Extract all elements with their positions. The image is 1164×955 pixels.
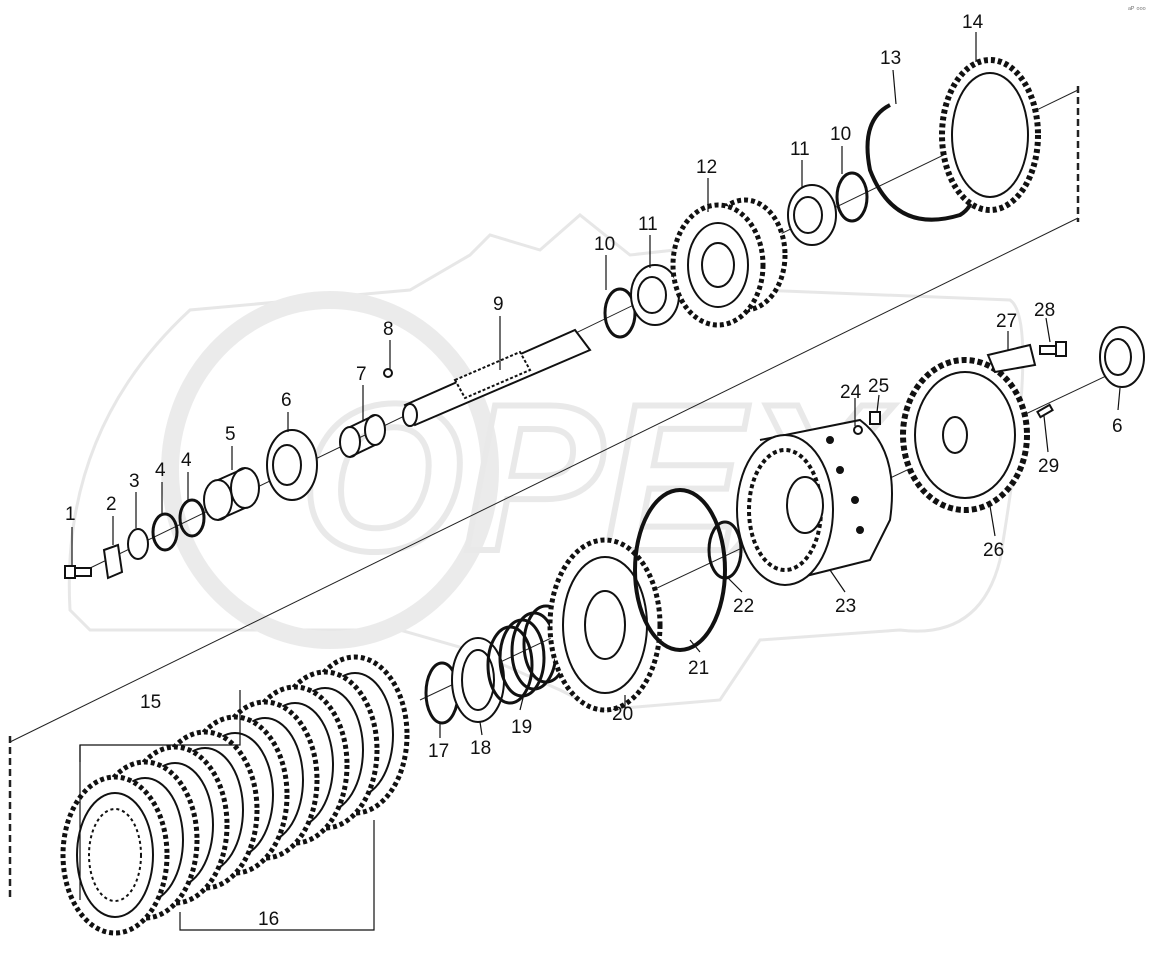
gear-ring-14 [939, 57, 1041, 213]
washer-3 [127, 528, 149, 560]
callout-4a: 4 [155, 460, 166, 481]
callout-2: 2 [106, 494, 117, 515]
plug-8 [383, 368, 393, 378]
ring-4a [151, 512, 179, 552]
callout-29: 29 [1038, 456, 1059, 477]
bushing-7 [339, 414, 386, 458]
callout-16: 16 [258, 909, 279, 930]
gear-26 [900, 357, 1030, 513]
bearing-6-right [1099, 326, 1145, 388]
callout-18: 18 [470, 738, 491, 759]
piston-20 [547, 537, 663, 713]
callout-24: 24 [840, 382, 862, 403]
callout-22: 22 [733, 596, 754, 617]
callout-25: 25 [868, 376, 889, 397]
pin-25 [869, 411, 881, 425]
shaft-9 [402, 328, 592, 427]
bearing-6-left [266, 429, 318, 501]
leader-lines [71, 32, 1121, 738]
clutch-drum-23 [736, 418, 893, 586]
pin-24 [853, 425, 863, 435]
callout-8: 8 [383, 319, 394, 340]
callout-1: 1 [65, 504, 76, 525]
bearing-11b [787, 184, 837, 246]
callout-13: 13 [880, 48, 901, 69]
callout-11a: 11 [638, 214, 658, 235]
callout-28: 28 [1034, 300, 1055, 321]
callout-27: 27 [996, 311, 1017, 332]
plate-2 [102, 543, 124, 580]
callout-10a: 10 [594, 234, 615, 255]
pack-brackets [79, 690, 375, 931]
callout-11b: 11 [790, 139, 810, 160]
callout-15: 15 [140, 692, 161, 713]
bearing-11a [630, 264, 680, 326]
washer-18 [451, 637, 505, 723]
seal-21 [633, 488, 727, 652]
callout-21: 21 [688, 658, 709, 679]
callout-19: 19 [511, 717, 532, 738]
callout-23: 23 [835, 596, 856, 617]
callout-4b: 4 [181, 450, 192, 471]
callout-3: 3 [129, 471, 140, 492]
bolt-1 [64, 565, 92, 579]
pin-29 [1036, 403, 1054, 419]
callout-14: 14 [962, 12, 984, 33]
sleeve-5 [203, 467, 260, 521]
callout-9: 9 [493, 294, 504, 315]
gear-12 [670, 197, 788, 328]
lock-plate-27 [986, 343, 1037, 374]
watermark-ellipse [161, 291, 499, 649]
corner-mark: ᵃᴾ ᵒᵒᵒ [1128, 5, 1146, 14]
callout-6b: 6 [1112, 416, 1123, 437]
callout-10b: 10 [830, 124, 851, 145]
callout-20: 20 [612, 704, 633, 725]
spring-19 [486, 604, 570, 705]
seal-22 [707, 520, 743, 580]
callout-12: 12 [696, 157, 717, 178]
callout-26: 26 [983, 540, 1004, 561]
callout-5: 5 [225, 424, 236, 445]
watermark-outline [67, 213, 1025, 712]
bolt-28 [1039, 341, 1067, 357]
callout-17: 17 [428, 741, 449, 762]
callout-7: 7 [356, 364, 367, 385]
clutch-pack [60, 654, 410, 936]
callout-6a: 6 [281, 390, 292, 411]
ring-4b [178, 498, 206, 538]
callout-labels: 1 2 3 4 4 5 6 6 7 8 9 10 10 11 11 12 13 … [65, 12, 1123, 930]
snap-ring-10b [835, 171, 869, 223]
